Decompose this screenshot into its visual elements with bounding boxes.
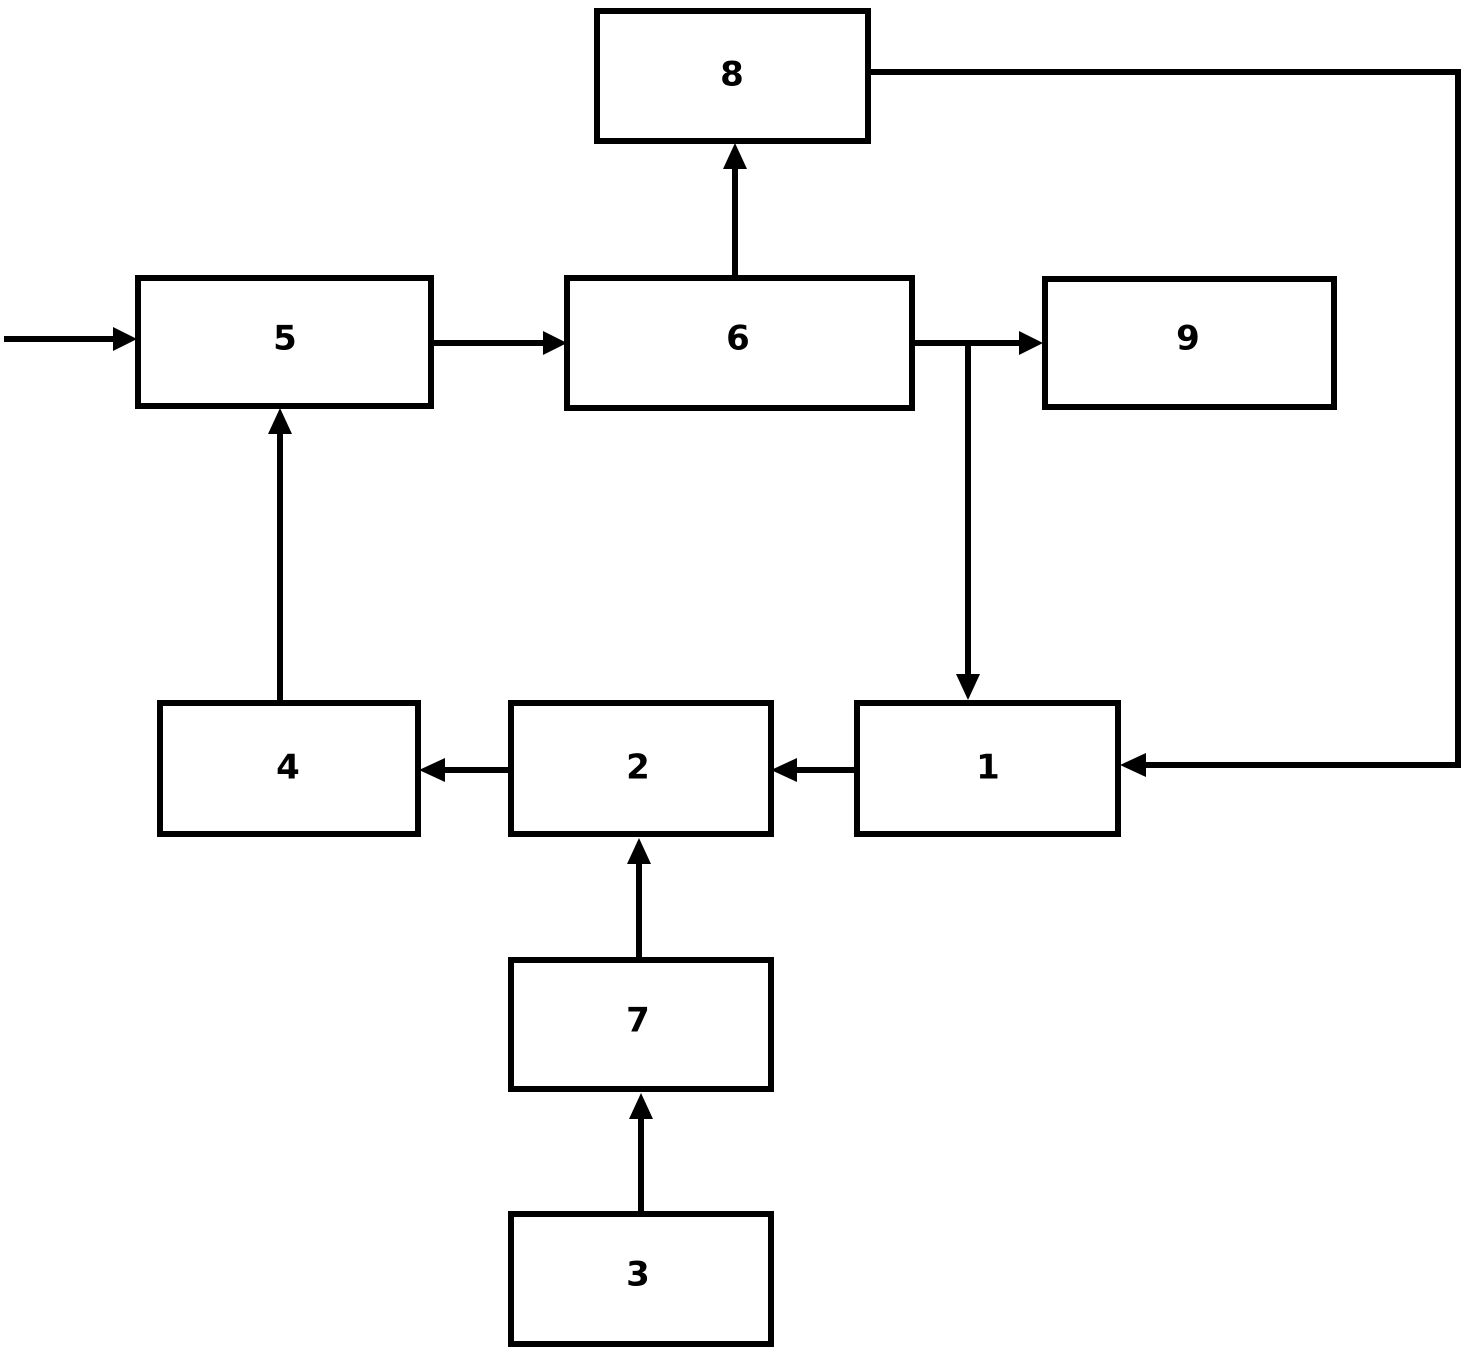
arrowhead-into-1-right — [1120, 753, 1146, 777]
block-1-label: 1 — [976, 748, 1000, 788]
block-3-label: 3 — [626, 1255, 650, 1295]
block-2: 2 — [508, 700, 774, 837]
block-7-label: 7 — [626, 1001, 650, 1041]
block-4-label: 4 — [276, 748, 300, 788]
arrowhead-into-8 — [723, 143, 747, 169]
connectors — [4, 69, 1461, 1212]
block-4: 4 — [157, 700, 421, 837]
arrowhead-into-5-bottom — [268, 408, 292, 434]
arrowheads — [113, 143, 1146, 1119]
block-7: 7 — [508, 957, 774, 1092]
arrowhead-into-4 — [419, 758, 445, 782]
arrowhead-into-5 — [113, 327, 137, 351]
block-6: 6 — [564, 275, 915, 411]
arrowhead-into-1-top — [956, 674, 980, 700]
block-5-label: 5 — [273, 319, 297, 359]
wire-8-to-1 — [868, 69, 1461, 768]
arrowhead-into-2-bottom — [627, 838, 651, 864]
arrowhead-into-7 — [629, 1093, 653, 1119]
arrowhead-into-2 — [771, 758, 797, 782]
arrowhead-into-9 — [1019, 331, 1043, 355]
arrowhead-into-6 — [543, 331, 567, 355]
block-5: 5 — [135, 275, 434, 409]
block-8-label: 8 — [720, 55, 744, 95]
block-2-label: 2 — [626, 748, 650, 788]
block-9: 9 — [1042, 276, 1337, 410]
block-3: 3 — [508, 1211, 774, 1347]
block-1: 1 — [854, 700, 1121, 837]
block-6-label: 6 — [726, 319, 750, 359]
block-8: 8 — [594, 8, 871, 144]
block-9-label: 9 — [1176, 319, 1200, 359]
